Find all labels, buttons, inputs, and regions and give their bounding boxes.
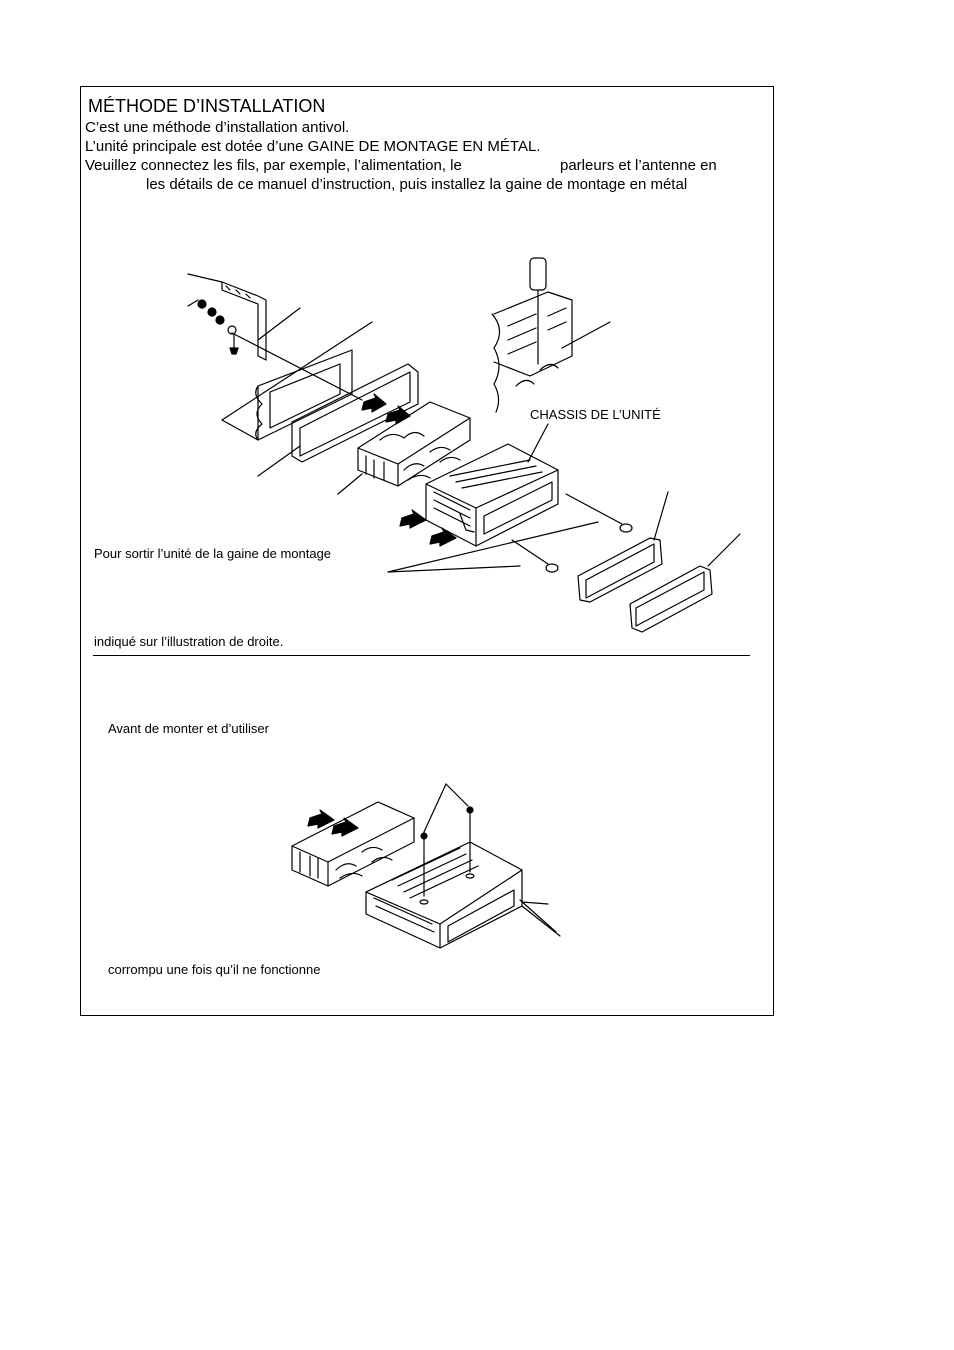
slide-arrow-icon <box>399 509 427 529</box>
before-mounting-text: Avant de monter et d’utiliser <box>108 721 269 736</box>
intro-line-1: C’est une méthode d’installation antivol… <box>85 119 350 136</box>
chassis-label: CHASSIS DE L’UNITÉ <box>530 407 661 422</box>
side-bracket <box>187 273 363 401</box>
pull-arrow-icon <box>307 809 335 829</box>
intro-line-3b: parleurs et l’antenne en <box>560 157 717 174</box>
removal-keys <box>387 493 633 573</box>
sleeve-removal-diagram <box>291 783 561 949</box>
front-panel-case <box>629 533 741 633</box>
section-title: MÉTHODE D’INSTALLATION <box>88 96 326 116</box>
intro-line-4: les détails de ce manuel d’instruction, … <box>146 176 688 193</box>
trim-ring <box>257 363 419 477</box>
insert-arrow-icon <box>361 393 387 413</box>
intro-line-2: L’unité principale est dotée d’une GAINE… <box>85 138 541 155</box>
mounting-screws <box>187 299 239 355</box>
removal-text: Pour sortir l’unité de la gaine de monta… <box>94 546 332 561</box>
instruction-frame <box>80 86 774 1016</box>
pull-arrow-icon <box>331 817 359 837</box>
insert-arrow-icon <box>385 405 411 425</box>
front-panel <box>577 491 669 603</box>
slide-arrow-icon <box>429 527 457 547</box>
section-divider <box>93 655 750 656</box>
metal-sleeve <box>337 401 471 495</box>
indicated-text: indiqué sur l’illustration de droite. <box>94 634 284 649</box>
corrupt-text: corrompu une fois qu’il ne fonctionne <box>108 962 321 977</box>
dashboard-panel <box>221 321 373 441</box>
unit-chassis <box>425 423 559 547</box>
intro-line-3a: Veuillez connectez les fils, par exemple… <box>85 157 462 174</box>
screwdriver-detail <box>491 257 611 413</box>
